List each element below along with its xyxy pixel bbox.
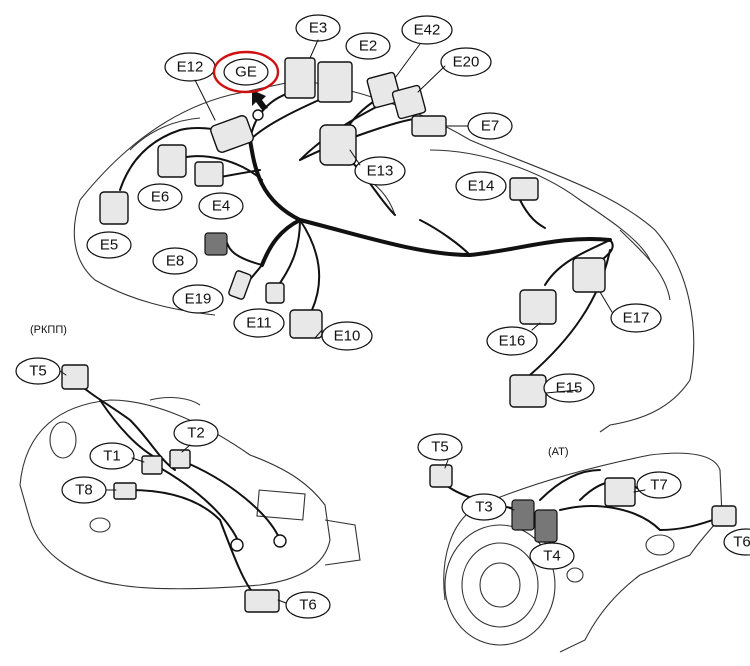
connector-t6-auto bbox=[711, 505, 737, 527]
connector-e3-b bbox=[317, 61, 353, 103]
svg-text:E11: E11 bbox=[246, 315, 272, 332]
svg-text:GE: GE bbox=[235, 64, 257, 81]
label-ge: GE bbox=[212, 50, 280, 94]
svg-text:T4: T4 bbox=[543, 548, 561, 565]
callout-labels: E12 GE E3 E2 E42 E20 E7 E13 E6 E4 E14 E5… bbox=[15, 14, 750, 619]
label-e13: E13 bbox=[354, 156, 406, 186]
svg-text:E20: E20 bbox=[453, 54, 480, 71]
connector-e4 bbox=[194, 161, 224, 187]
svg-text:E12: E12 bbox=[177, 59, 204, 76]
svg-text:E10: E10 bbox=[334, 328, 361, 345]
engine-outline bbox=[73, 79, 695, 433]
connector-e15 bbox=[509, 374, 547, 408]
label-t1: T1 bbox=[89, 442, 135, 470]
svg-text:E2: E2 bbox=[359, 38, 377, 55]
connector-t8 bbox=[113, 482, 137, 500]
label-e3: E3 bbox=[295, 14, 341, 42]
ground-point-ge bbox=[252, 109, 264, 121]
connector-e20 bbox=[391, 84, 427, 120]
connector-e12 bbox=[210, 115, 254, 153]
connector-t1 bbox=[141, 455, 163, 475]
svg-text:T5: T5 bbox=[431, 439, 449, 456]
label-t5-manual: T5 bbox=[15, 357, 61, 385]
svg-text:T8: T8 bbox=[75, 482, 93, 499]
section-label-auto: (AT) bbox=[548, 446, 569, 458]
svg-text:E5: E5 bbox=[100, 237, 118, 254]
svg-text:T3: T3 bbox=[475, 499, 493, 516]
label-e7: E7 bbox=[467, 112, 513, 140]
engine-connectors bbox=[99, 57, 606, 408]
connector-t7 bbox=[604, 477, 636, 507]
connector-e13 bbox=[319, 124, 357, 166]
svg-text:E8: E8 bbox=[166, 253, 184, 270]
connector-e16 bbox=[519, 289, 557, 325]
connector-e42 bbox=[366, 71, 402, 109]
svg-text:E19: E19 bbox=[185, 291, 212, 308]
label-e17: E17 bbox=[610, 303, 662, 333]
connector-e5 bbox=[99, 191, 129, 225]
label-e11: E11 bbox=[233, 308, 285, 338]
svg-text:E14: E14 bbox=[468, 178, 495, 195]
label-t8: T8 bbox=[61, 476, 107, 504]
connector-e10 bbox=[289, 309, 323, 339]
label-e15: E15 bbox=[543, 373, 595, 403]
connector-e8 bbox=[204, 232, 228, 256]
svg-text:E6: E6 bbox=[151, 189, 169, 206]
label-t3: T3 bbox=[461, 493, 507, 521]
svg-text:E16: E16 bbox=[499, 333, 526, 350]
svg-text:T2: T2 bbox=[187, 425, 205, 442]
svg-text:T1: T1 bbox=[103, 448, 121, 465]
connector-t2 bbox=[169, 449, 191, 469]
automatic-transmission bbox=[429, 452, 737, 653]
svg-text:E4: E4 bbox=[212, 198, 230, 215]
connector-e3-a bbox=[284, 57, 316, 99]
section-label-manual: (РКПП) bbox=[30, 324, 67, 336]
label-e16: E16 bbox=[486, 326, 538, 356]
connector-e19 bbox=[228, 270, 252, 300]
label-e6: E6 bbox=[137, 183, 183, 211]
label-t7: T7 bbox=[636, 471, 682, 499]
ge-arrow-icon bbox=[252, 90, 268, 110]
label-e14: E14 bbox=[455, 171, 507, 201]
connector-e7 bbox=[411, 115, 447, 137]
label-e19: E19 bbox=[172, 284, 224, 314]
manual-transmission bbox=[19, 364, 361, 613]
svg-text:E7: E7 bbox=[481, 118, 499, 135]
svg-text:T7: T7 bbox=[650, 477, 668, 494]
label-t6-manual: T6 bbox=[285, 591, 331, 619]
label-e2: E2 bbox=[345, 32, 391, 60]
leader-lines bbox=[59, 39, 646, 604]
connector-t5-auto bbox=[429, 464, 453, 488]
label-e12: E12 bbox=[164, 52, 216, 82]
svg-text:E15: E15 bbox=[556, 380, 583, 397]
connector-e14 bbox=[509, 177, 539, 201]
svg-text:T6: T6 bbox=[733, 534, 750, 551]
connector-t3 bbox=[511, 499, 535, 531]
connector-t5-manual bbox=[61, 364, 89, 390]
label-t2: T2 bbox=[173, 419, 219, 447]
label-e8: E8 bbox=[152, 247, 198, 275]
label-e42: E42 bbox=[401, 15, 453, 45]
connector-e17 bbox=[572, 257, 606, 293]
svg-text:E3: E3 bbox=[309, 20, 327, 37]
svg-text:T5: T5 bbox=[29, 363, 47, 380]
svg-text:T6: T6 bbox=[299, 597, 317, 614]
label-t4: T4 bbox=[529, 542, 575, 570]
label-e20: E20 bbox=[440, 47, 492, 77]
label-e4: E4 bbox=[198, 192, 244, 220]
label-t5-auto: T5 bbox=[417, 433, 463, 461]
label-t6-auto: T6 bbox=[723, 528, 750, 556]
connector-t6-manual bbox=[244, 589, 280, 613]
svg-text:E13: E13 bbox=[367, 163, 394, 180]
label-e10: E10 bbox=[321, 321, 373, 351]
label-e5: E5 bbox=[86, 231, 132, 259]
connector-e11 bbox=[265, 282, 285, 304]
connector-e6 bbox=[157, 144, 187, 178]
svg-text:E42: E42 bbox=[414, 22, 441, 39]
connector-t4 bbox=[534, 509, 558, 543]
svg-text:E17: E17 bbox=[623, 310, 650, 327]
